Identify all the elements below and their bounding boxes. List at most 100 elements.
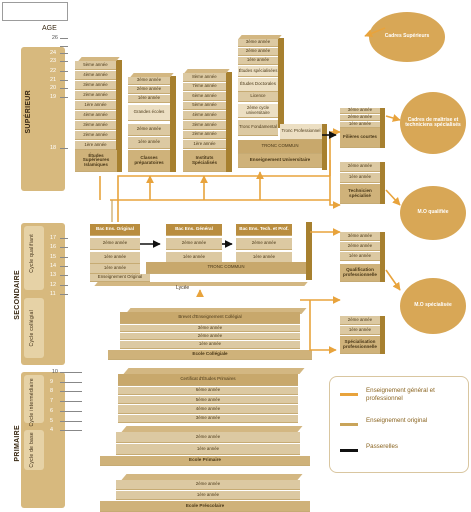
age-label: 15 <box>50 253 57 260</box>
lycee-gen-y2: 2ème année <box>166 238 222 250</box>
passerelle-arrows <box>140 131 337 248</box>
year-tile: 1ère année <box>238 57 278 65</box>
bac-tech: Bac Ens. Tech. et Prof. <box>236 224 292 236</box>
age-label: 13 <box>50 272 57 279</box>
age-tick <box>60 53 68 55</box>
age-tick <box>60 79 68 81</box>
age-label: 5 <box>50 417 54 424</box>
circle-cadres-moyens: Cadres de maîtrise et techniciens spécia… <box>400 92 466 154</box>
col4-licence: Licence <box>238 92 278 102</box>
year-tile: 1ère année <box>340 122 380 128</box>
arrow-circle4 <box>385 269 401 291</box>
age-axis-title: AGE <box>42 25 57 32</box>
age-label: 10 <box>51 369 58 375</box>
year-tile: 1ère année <box>116 444 300 455</box>
age-label: 12 <box>50 281 57 288</box>
year-tile: 5ème année <box>75 61 116 70</box>
col4-fondamental: Tronc Fondamental <box>238 120 278 136</box>
age-tick <box>60 238 68 239</box>
year-tile: 1ère année <box>75 101 116 110</box>
band-qualifiant <box>24 226 44 290</box>
year-tile: 1ère année <box>340 173 380 183</box>
age-tick <box>60 148 68 149</box>
year-tile: 3ème année <box>75 81 116 90</box>
year-tile: 2ème année <box>340 115 380 121</box>
year-tile: 6ème année <box>118 387 298 396</box>
age-label: 21 <box>50 76 57 83</box>
legend: Enseignement général et professionnel En… <box>329 376 469 473</box>
legend-original-label: Enseignement original <box>366 417 428 424</box>
year-tile: 5ème année <box>118 396 298 405</box>
age-tick <box>60 256 68 258</box>
circle-mo-specialisee: M.O spécialisée <box>400 278 466 334</box>
lycee-eo-y1b: 1ère année <box>90 264 140 274</box>
col2-label: Classes préparatoires <box>128 150 170 172</box>
year-tile: 1ère année <box>116 490 300 500</box>
lycee-ens-original: Enseignement Original <box>90 274 150 282</box>
year-tile: 3ème année <box>238 39 278 47</box>
corner-box <box>2 2 68 21</box>
arrow-stackB <box>329 160 341 209</box>
year-tile: 3ème année <box>128 77 170 85</box>
age-label: 26 <box>51 35 58 41</box>
stackB-side <box>380 162 385 204</box>
year-tile: 8ème année <box>183 73 226 82</box>
arrow-circle2 <box>385 114 401 122</box>
legend-general: Enseignement général et professionnel <box>330 387 470 411</box>
age-label: 8 <box>50 388 54 395</box>
year-tile: 4ème année <box>75 111 116 120</box>
year-tile: 3ème année <box>118 414 298 423</box>
legend-general-label: Enseignement général et professionnel <box>366 387 435 402</box>
stackD-side <box>380 316 385 354</box>
year-tile: 5ème année <box>183 101 226 111</box>
age-tick <box>60 401 82 403</box>
stackD-label: Spécialisation professionnelle <box>340 336 380 354</box>
year-tile: 1ère année <box>120 341 300 349</box>
col4-side <box>278 38 284 128</box>
stackB-label: Technicien spécialisé <box>340 184 380 204</box>
primaire-base-label: Ecole Primaire <box>100 456 310 466</box>
age-tick <box>60 275 68 277</box>
age-tick <box>60 88 68 90</box>
year-tile: 2ème année <box>116 432 300 443</box>
year-tile: 4ème année <box>75 71 116 80</box>
primaire-certificat: Certificat d'Études Primaires <box>118 374 298 386</box>
col1-label: Études Supérieures Islamiques <box>75 150 117 172</box>
stackA-side <box>380 108 385 148</box>
year-tile: 1ère année <box>340 252 380 261</box>
year-tile: 3ème année <box>183 121 226 130</box>
lycee-side <box>306 222 312 280</box>
band-superieur <box>21 47 65 191</box>
age-label: 4 <box>50 427 54 434</box>
year-tile: 2ème année <box>116 480 300 490</box>
age-label: 14 <box>50 262 57 269</box>
age-tick <box>60 97 68 99</box>
band-cycle-de-base <box>24 430 44 470</box>
year-tile: 1ère année <box>75 141 116 150</box>
lycee-eo-y1: 1ère année <box>90 252 140 264</box>
arrow-stackA <box>329 128 341 176</box>
year-tile: 3ème année <box>340 108 380 114</box>
legend-original: Enseignement original <box>330 417 470 441</box>
year-tile: 1ère année <box>128 95 170 103</box>
year-tile: 3ème année <box>75 121 116 130</box>
age-tick <box>60 247 68 249</box>
grandes-ecoles-tile: Grandes écoles <box>128 105 170 121</box>
year-tile: 2ème année <box>183 130 226 140</box>
legend-general-swatch <box>340 393 358 396</box>
age-tick <box>60 391 82 393</box>
age-label: 11 <box>50 290 56 297</box>
band-intermediaire <box>24 375 44 423</box>
band-collegial <box>24 298 44 358</box>
year-tile: 2ème année <box>75 131 116 140</box>
lycee-tech-y2: 2ème année <box>236 238 292 250</box>
year-tile: 2ème année <box>238 48 278 56</box>
age-label: 16 <box>50 244 57 251</box>
age-tick <box>60 381 82 383</box>
year-tile: 2ème année <box>75 91 116 100</box>
age-tick <box>60 265 68 267</box>
age-tick <box>60 284 68 286</box>
legend-passerelles-swatch <box>340 449 358 452</box>
col3-label: Instituts Spécialisés <box>183 150 226 172</box>
age-tick <box>60 372 82 373</box>
